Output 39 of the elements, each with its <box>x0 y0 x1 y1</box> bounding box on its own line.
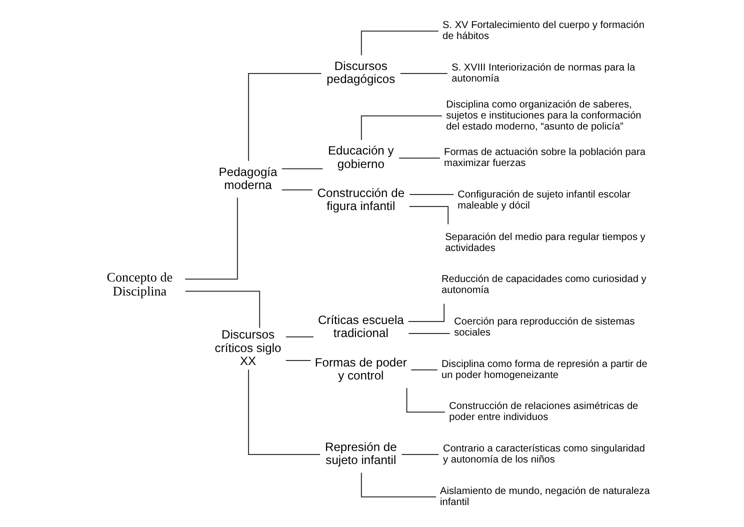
connector <box>185 290 260 328</box>
node-text: Construcción de figura infantil <box>317 186 405 213</box>
node-text: Concepto de Disciplina <box>106 269 173 298</box>
connector <box>411 368 438 370</box>
connector <box>399 157 440 158</box>
node-text: Construcción de relaciones asimétricas de poder entre individuos <box>449 400 638 423</box>
connector <box>360 30 438 55</box>
connector <box>185 197 238 280</box>
node-text: Reducción de capacidades como curiosidad y autonomía <box>442 274 646 296</box>
node-text: Coerción para reproducción de sistemas sociales <box>454 316 635 338</box>
node-text: Formas de poder y control <box>314 354 407 382</box>
node-text: Represión de sujeto infantil <box>324 440 397 467</box>
node-text: Disciplina como forma de represión a partir de un poder homogeneizante <box>442 358 648 380</box>
node-text: Educación y gobierno <box>328 143 394 170</box>
connector <box>409 206 449 224</box>
node-text: Disciplina como organización de saberes, sujetos e instituciones para la conformación del estado moderno, “asunto de policía” <box>446 98 642 132</box>
node-text: Separación del medio para regular tiempos y actividades <box>445 231 646 254</box>
connector <box>406 388 446 412</box>
node-text: Formas de actuación sobre la población para maximizar fuerzas <box>444 146 646 169</box>
connector <box>248 369 320 454</box>
node-text: Configuración de sujeto infantil escolar maleable y dócil <box>458 188 631 212</box>
connector <box>408 332 450 334</box>
node-text: S. XVIII Interiorización de normas para la autonomía <box>452 62 636 84</box>
node-text: Aislamiento de mundo, negación de naturaleza infantil <box>440 485 650 508</box>
connector <box>360 472 436 497</box>
connector <box>248 72 322 160</box>
node-text: Contrario a características como singularidad y autonomía de los niños <box>443 442 645 466</box>
node-text: S. XV Fortalecimiento del cuerpo y formación de hábitos <box>442 20 644 42</box>
connector <box>282 168 323 169</box>
connector <box>360 114 442 140</box>
node-text: Pedagogía moderna <box>218 164 278 192</box>
node-text: Discursos pedagógicos <box>326 58 396 86</box>
connector <box>286 336 314 337</box>
node-text: Críticas escuela tradicional <box>318 312 404 340</box>
node-text: Discursos críticos siglo XX <box>214 327 282 368</box>
connector <box>408 303 445 322</box>
connector <box>282 188 312 190</box>
connector <box>400 72 448 74</box>
connector <box>410 193 454 194</box>
